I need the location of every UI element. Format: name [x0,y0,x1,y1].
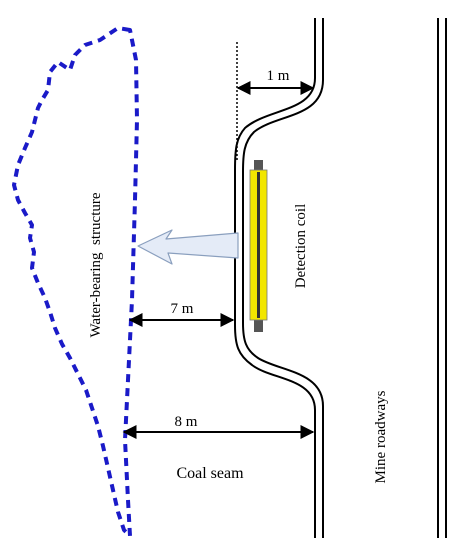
label-water-bearing-structure: Water-bearing structure [88,192,104,337]
label-8m: 8 m [175,414,198,430]
label-1m: 1 m [267,68,290,84]
label-coal-seam: Coal seam [176,465,244,482]
label-7m: 7 m [171,301,194,317]
roadway-curved-wall-inner [242,18,324,538]
label-mine-roadways: Mine roadways [373,390,389,483]
water-bearing-structure-boundary [12,26,139,538]
detection-direction-arrow [137,229,239,265]
label-detection-coil: Detection coil [293,204,309,289]
